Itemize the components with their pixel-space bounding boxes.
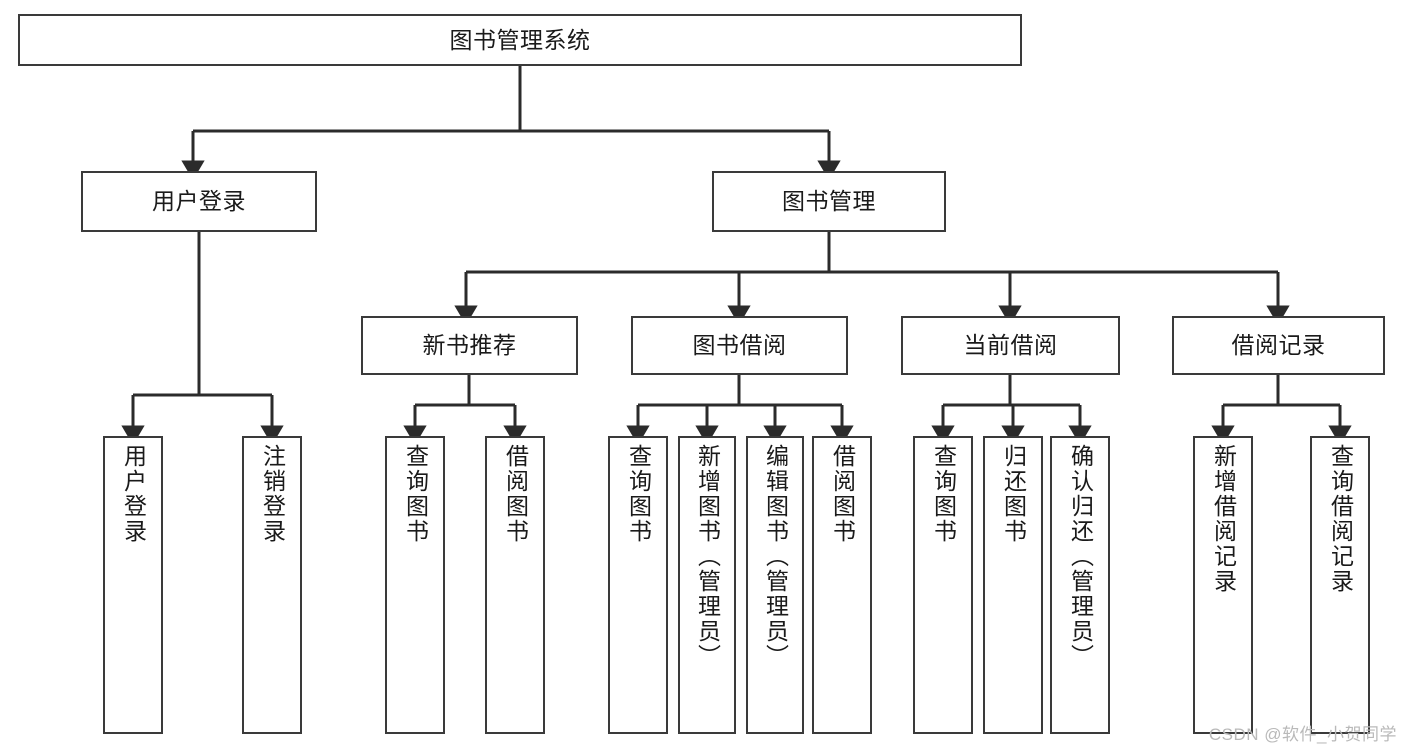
node-label-leaf-add-book: 新增图书（管理员）: [694, 444, 721, 669]
node-user-login[interactable]: 用户登录: [81, 171, 317, 232]
node-leaf-query-book-1[interactable]: 查询图书: [385, 436, 445, 734]
node-leaf-borrow-book-1[interactable]: 借阅图书: [485, 436, 545, 734]
node-label-borrow-record: 借阅记录: [1231, 332, 1326, 359]
node-leaf-query-record[interactable]: 查询借阅记录: [1310, 436, 1370, 734]
node-label-leaf-borrow-book-1: 借阅图书: [502, 444, 529, 544]
node-label-leaf-query-record: 查询借阅记录: [1327, 444, 1354, 594]
node-leaf-logout[interactable]: 注销登录: [242, 436, 302, 734]
node-label-leaf-confirm-return: 确认归还（管理员）: [1067, 444, 1094, 669]
node-book-borrow[interactable]: 图书借阅: [631, 316, 848, 375]
node-borrow-record[interactable]: 借阅记录: [1172, 316, 1385, 375]
node-label-leaf-add-record: 新增借阅记录: [1210, 444, 1237, 594]
node-label-leaf-return-book: 归还图书: [1000, 444, 1027, 544]
node-label-user-login: 用户登录: [152, 188, 246, 215]
node-leaf-user-login[interactable]: 用户登录: [103, 436, 163, 734]
node-leaf-edit-book[interactable]: 编辑图书（管理员）: [746, 436, 804, 734]
node-leaf-add-book[interactable]: 新增图书（管理员）: [678, 436, 736, 734]
node-leaf-query-book-3[interactable]: 查询图书: [913, 436, 973, 734]
node-label-leaf-logout: 注销登录: [259, 444, 286, 544]
connector-lines: [121, 66, 1352, 446]
node-leaf-borrow-book-2[interactable]: 借阅图书: [812, 436, 872, 734]
node-leaf-add-record[interactable]: 新增借阅记录: [1193, 436, 1253, 734]
node-leaf-confirm-return[interactable]: 确认归还（管理员）: [1050, 436, 1110, 734]
node-label-book-borrow: 图书借阅: [692, 332, 787, 359]
node-label-leaf-user-login: 用户登录: [120, 444, 147, 544]
node-current-borrow[interactable]: 当前借阅: [901, 316, 1120, 375]
node-label-leaf-query-book-2: 查询图书: [625, 444, 652, 544]
node-label-book-manage: 图书管理: [782, 188, 876, 215]
node-new-book-rec[interactable]: 新书推荐: [361, 316, 578, 375]
node-label-current-borrow: 当前借阅: [963, 332, 1058, 359]
node-leaf-query-book-2[interactable]: 查询图书: [608, 436, 668, 734]
node-label-leaf-edit-book: 编辑图书（管理员）: [762, 444, 789, 669]
node-label-leaf-borrow-book-2: 借阅图书: [829, 444, 856, 544]
node-label-leaf-query-book-3: 查询图书: [930, 444, 957, 544]
node-book-manage[interactable]: 图书管理: [712, 171, 946, 232]
node-root[interactable]: 图书管理系统: [18, 14, 1022, 66]
node-label-leaf-query-book-1: 查询图书: [402, 444, 429, 544]
watermark-text: CSDN @软件_小贺同学: [1208, 725, 1397, 744]
node-leaf-return-book[interactable]: 归还图书: [983, 436, 1043, 734]
node-label-new-book-rec: 新书推荐: [422, 332, 517, 359]
node-label-root: 图书管理系统: [449, 26, 591, 53]
